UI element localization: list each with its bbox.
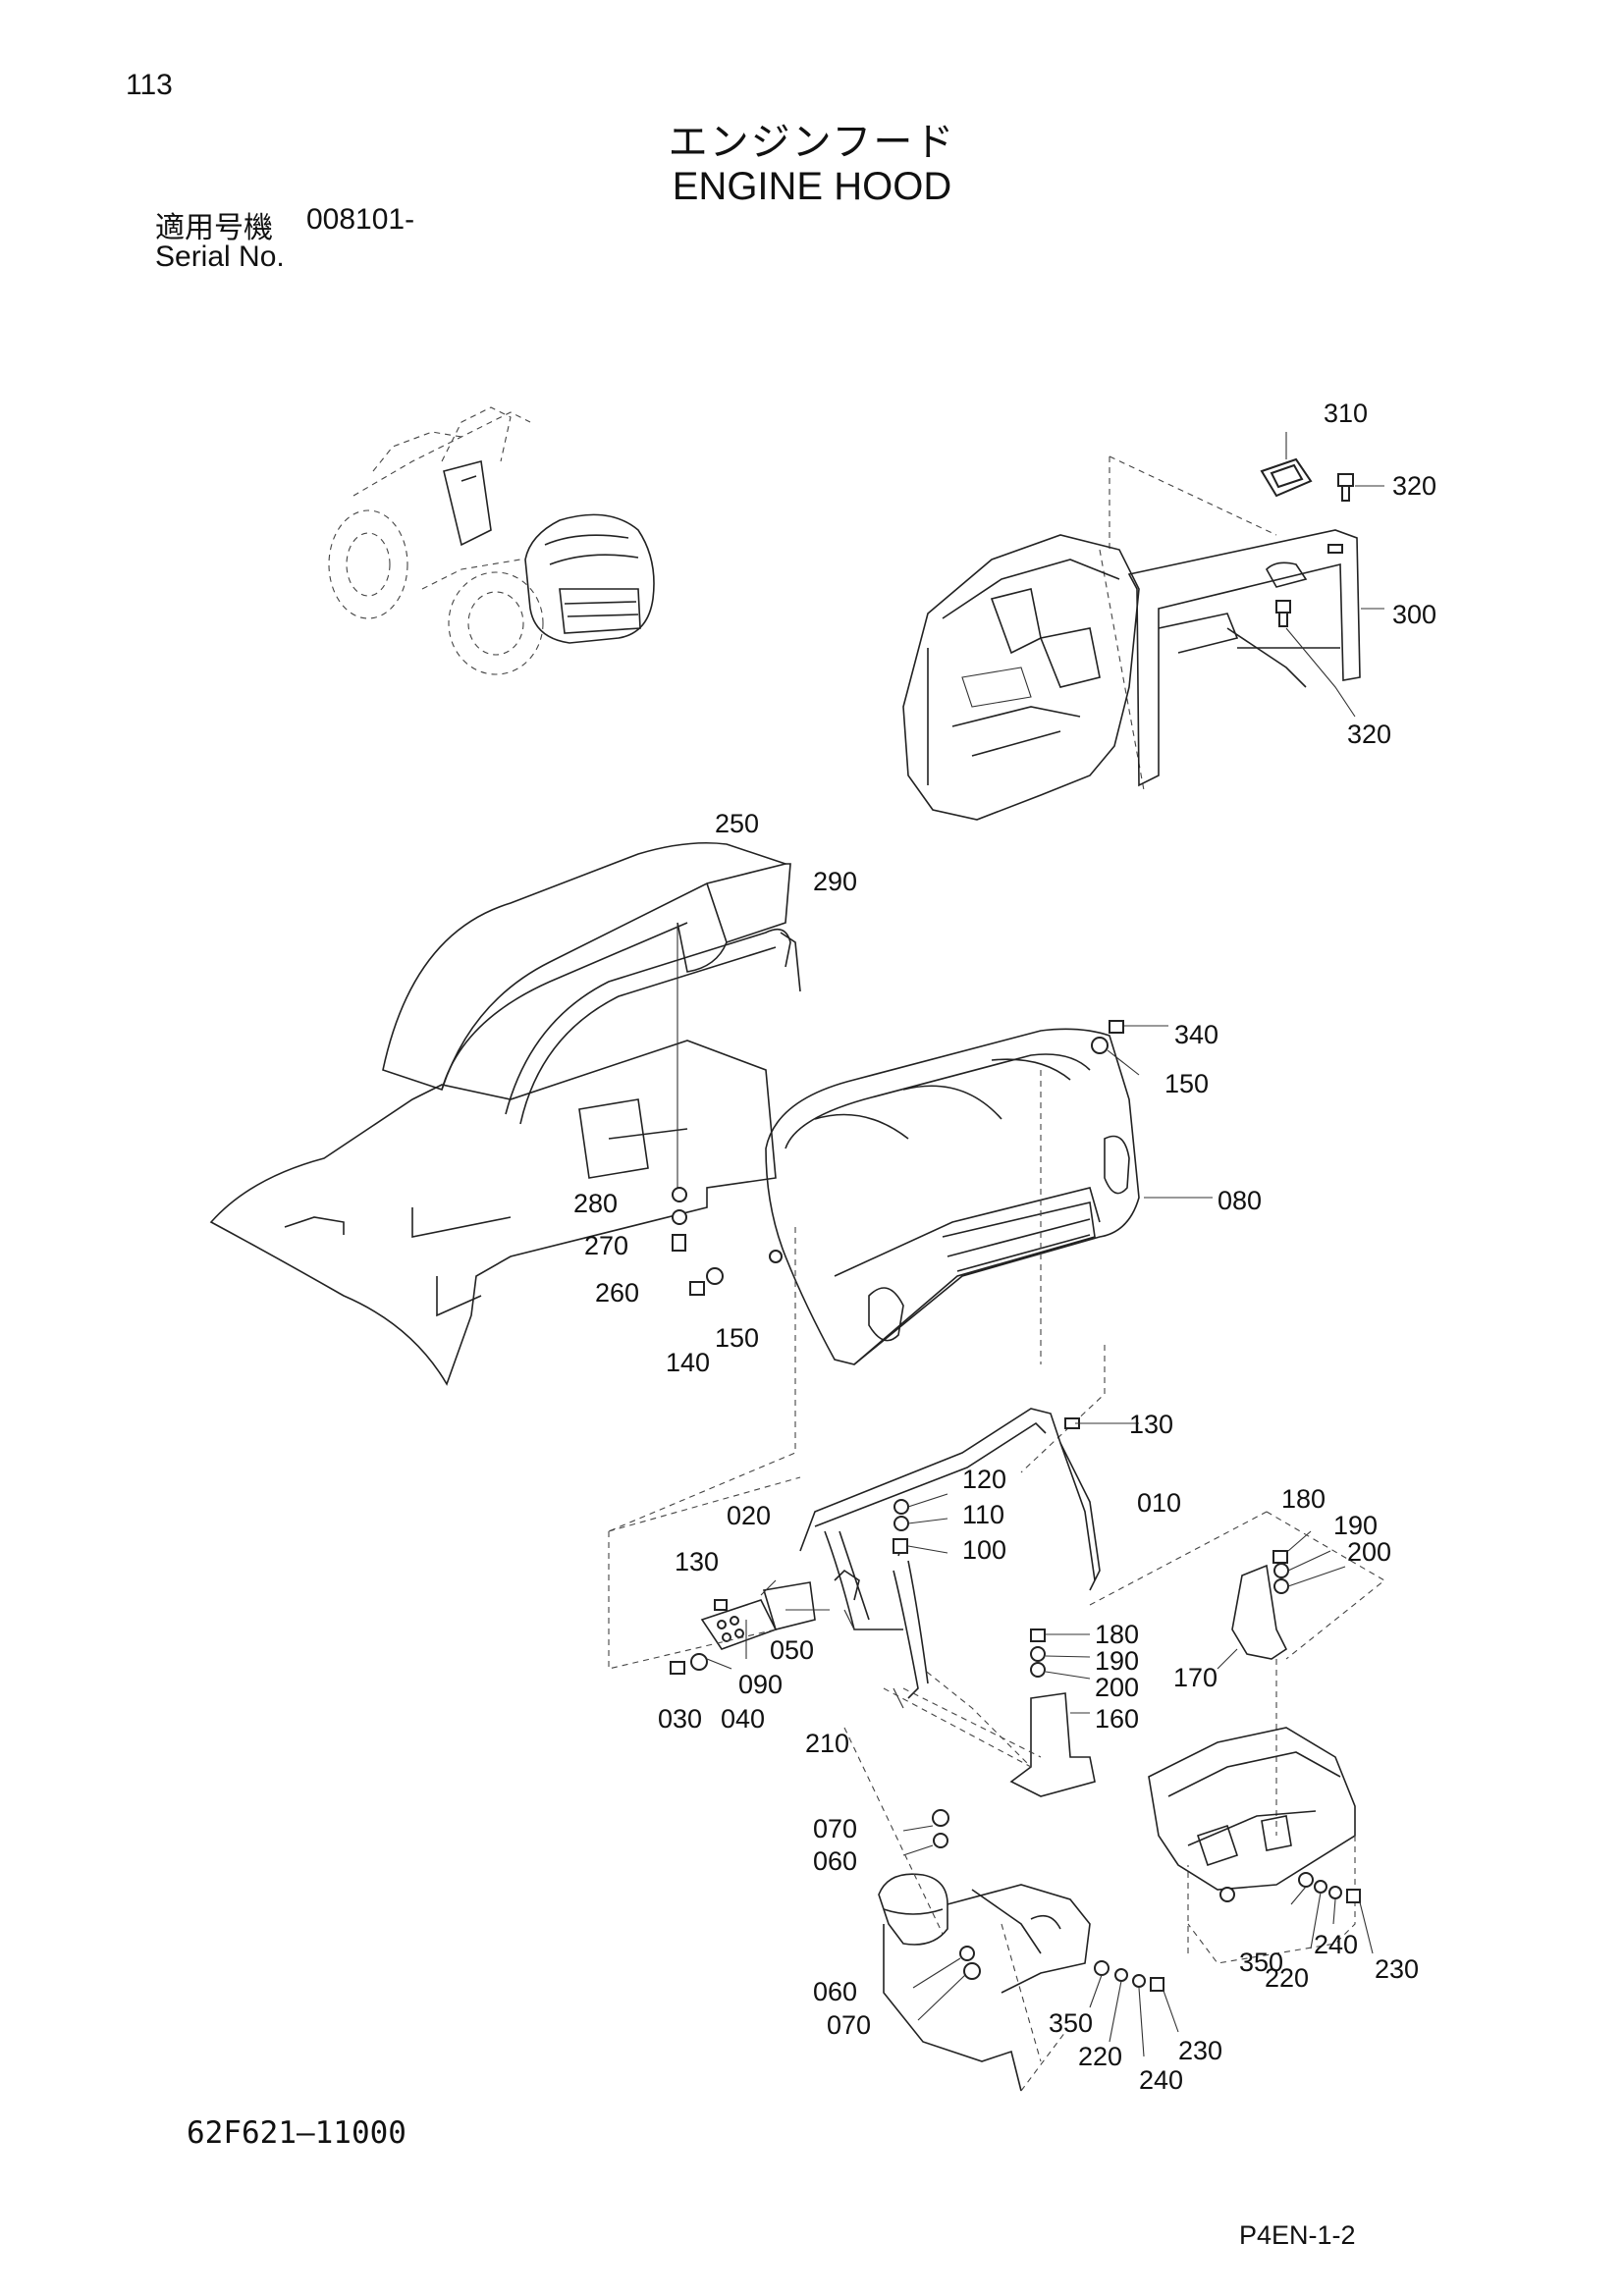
part-label: 230 [1178, 2036, 1222, 2065]
part-label: 200 [1347, 1537, 1391, 1567]
part-label: 280 [573, 1189, 618, 1218]
serial-label-english: Serial No. [155, 240, 285, 273]
rear-fender-and-trim [209, 841, 801, 1386]
page-reference: P4EN-1-2 [1239, 2220, 1356, 2250]
part-label: 050 [770, 1635, 814, 1665]
part-label: 040 [721, 1704, 765, 1734]
hood-frame-and-hinge [608, 1227, 1139, 1709]
engine-hood-080 [765, 1020, 1213, 1473]
part-label: 080 [1218, 1186, 1262, 1215]
part-label: 070 [813, 1814, 857, 1843]
part-label: 120 [962, 1465, 1006, 1494]
part-label: 320 [1347, 720, 1391, 749]
part-label: 100 [962, 1535, 1006, 1565]
part-label: 150 [715, 1323, 759, 1353]
brackets-and-hardware [883, 1511, 1385, 1836]
part-label: 030 [658, 1704, 702, 1734]
part-label: 070 [827, 2010, 871, 2040]
part-label: 200 [1095, 1673, 1139, 1702]
catalog-number: 62F621–11000 [187, 2115, 406, 2151]
part-label: 150 [1164, 1069, 1209, 1098]
part-label: 170 [1173, 1663, 1218, 1692]
part-label: 260 [595, 1278, 639, 1308]
part-label: 250 [715, 809, 759, 838]
serial-number-value: 008101- [306, 203, 415, 236]
part-label: 180 [1281, 1484, 1326, 1514]
part-label: 020 [727, 1501, 771, 1530]
part-label: 230 [1375, 1954, 1419, 1984]
part-label: 240 [1314, 1930, 1358, 1959]
page-number: 113 [126, 69, 173, 101]
part-label: 350 [1239, 1948, 1283, 1977]
part-label: 210 [805, 1729, 849, 1758]
part-label: 320 [1392, 471, 1436, 501]
part-label: 130 [1129, 1410, 1173, 1439]
part-label: 110 [962, 1500, 1004, 1529]
part-label: 130 [675, 1547, 719, 1576]
part-label: 160 [1095, 1704, 1139, 1734]
part-label: 290 [813, 867, 857, 896]
part-label: 060 [813, 1846, 857, 1876]
serial-label-japanese: 適用号機 [155, 211, 273, 245]
part-label: 300 [1392, 600, 1436, 629]
part-label: 240 [1139, 2065, 1183, 2095]
part-number-labels: 310 320 300 320 250 290 340 150 080 280 … [573, 399, 1436, 2095]
title-japanese: エンジンフード [668, 120, 956, 165]
tractor-overview-illustration [328, 406, 655, 675]
battery-case-assembly [843, 1687, 1374, 2092]
part-label: 190 [1095, 1646, 1139, 1676]
part-label: 180 [1095, 1620, 1139, 1649]
part-label: 060 [813, 1977, 857, 2006]
part-label: 340 [1174, 1020, 1218, 1049]
title-english: ENGINE HOOD [672, 165, 952, 208]
frame-and-bracket-assembly [902, 455, 1361, 821]
part-label: 090 [738, 1670, 783, 1699]
part-label: 220 [1265, 1963, 1309, 1993]
part-label: 310 [1324, 399, 1368, 428]
part-label: 350 [1049, 2008, 1093, 2038]
part-label: 220 [1078, 2042, 1122, 2071]
gasket-and-bolts [1260, 432, 1384, 718]
part-label: 190 [1333, 1511, 1378, 1540]
part-label: 270 [584, 1231, 628, 1260]
part-label: 010 [1137, 1488, 1181, 1518]
part-label: 140 [666, 1348, 710, 1377]
